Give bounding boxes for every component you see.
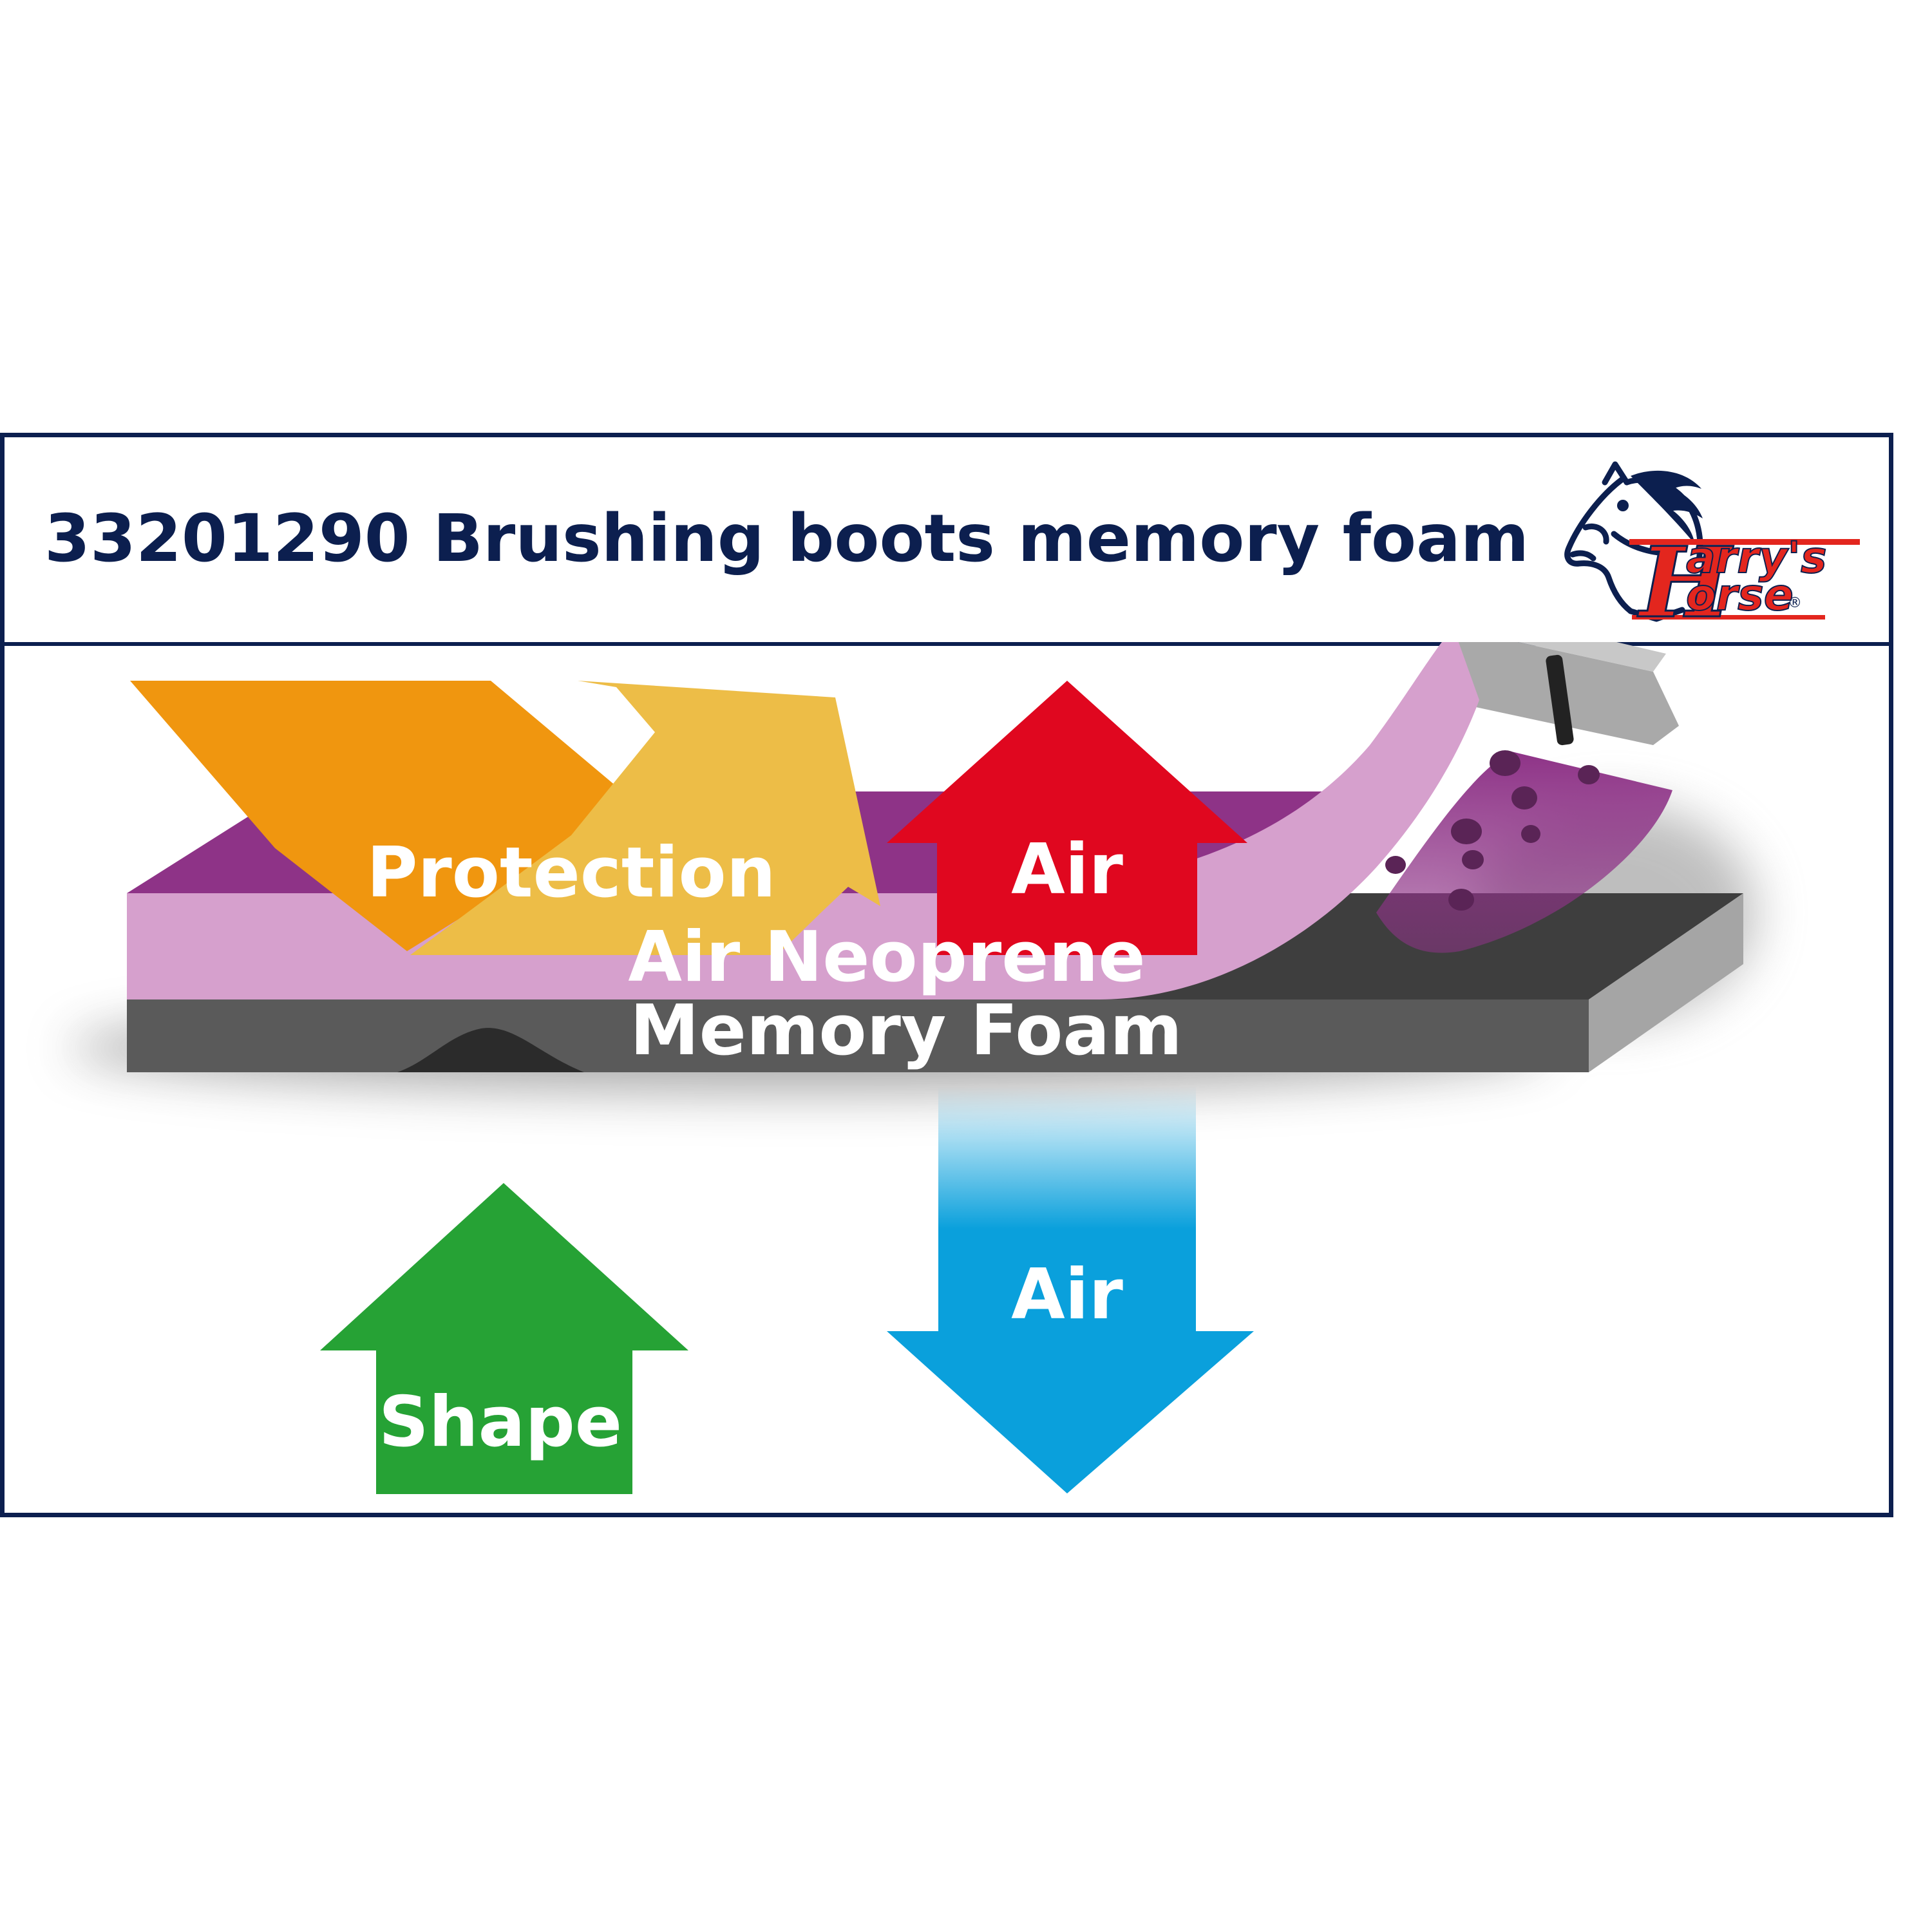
air-down-arrow: Air xyxy=(887,1086,1254,1493)
shape-arrow: Shape xyxy=(320,1183,688,1494)
air-down-label: Air xyxy=(1011,1255,1123,1335)
material-layers-diagram: Protection Air Air Neoprene Memory Foam … xyxy=(69,642,1756,1494)
svg-text:orse: orse xyxy=(1686,570,1794,621)
protection-arrows: Protection xyxy=(130,681,880,955)
air-up-label: Air xyxy=(1011,829,1123,910)
harrys-horse-logo: H arry's orse ® xyxy=(1564,461,1860,630)
protection-label: Protection xyxy=(366,833,775,913)
svg-text:®: ® xyxy=(1788,595,1802,611)
shape-arrow-icon xyxy=(320,1183,688,1494)
product-title: 33201290 Brushing boots memory foam xyxy=(44,500,1530,577)
air-up-arrow: Air xyxy=(887,681,1247,955)
product-panel: 33201290 Brushing boots memory foam H xyxy=(0,433,1893,1517)
protection-arrow-front-icon xyxy=(410,681,880,955)
air-neoprene-label: Air Neoprene xyxy=(628,917,1145,998)
neoprene-air-holes xyxy=(1385,750,1600,911)
svg-text:H: H xyxy=(1637,526,1734,630)
air-down-arrow-icon xyxy=(887,1086,1254,1493)
air-up-arrow-icon xyxy=(887,681,1247,955)
shape-label: Shape xyxy=(379,1382,622,1463)
neoprene-curl-edge xyxy=(1457,642,1679,745)
memory-foam-label: Memory Foam xyxy=(630,990,1182,1071)
horse-mane xyxy=(1617,470,1703,544)
logo-wordmark: H arry's orse ® xyxy=(1629,526,1860,630)
svg-text:arry's: arry's xyxy=(1686,533,1827,583)
foam-bump xyxy=(397,1028,584,1072)
header-bar: 33201290 Brushing boots memory foam H xyxy=(5,437,1889,646)
